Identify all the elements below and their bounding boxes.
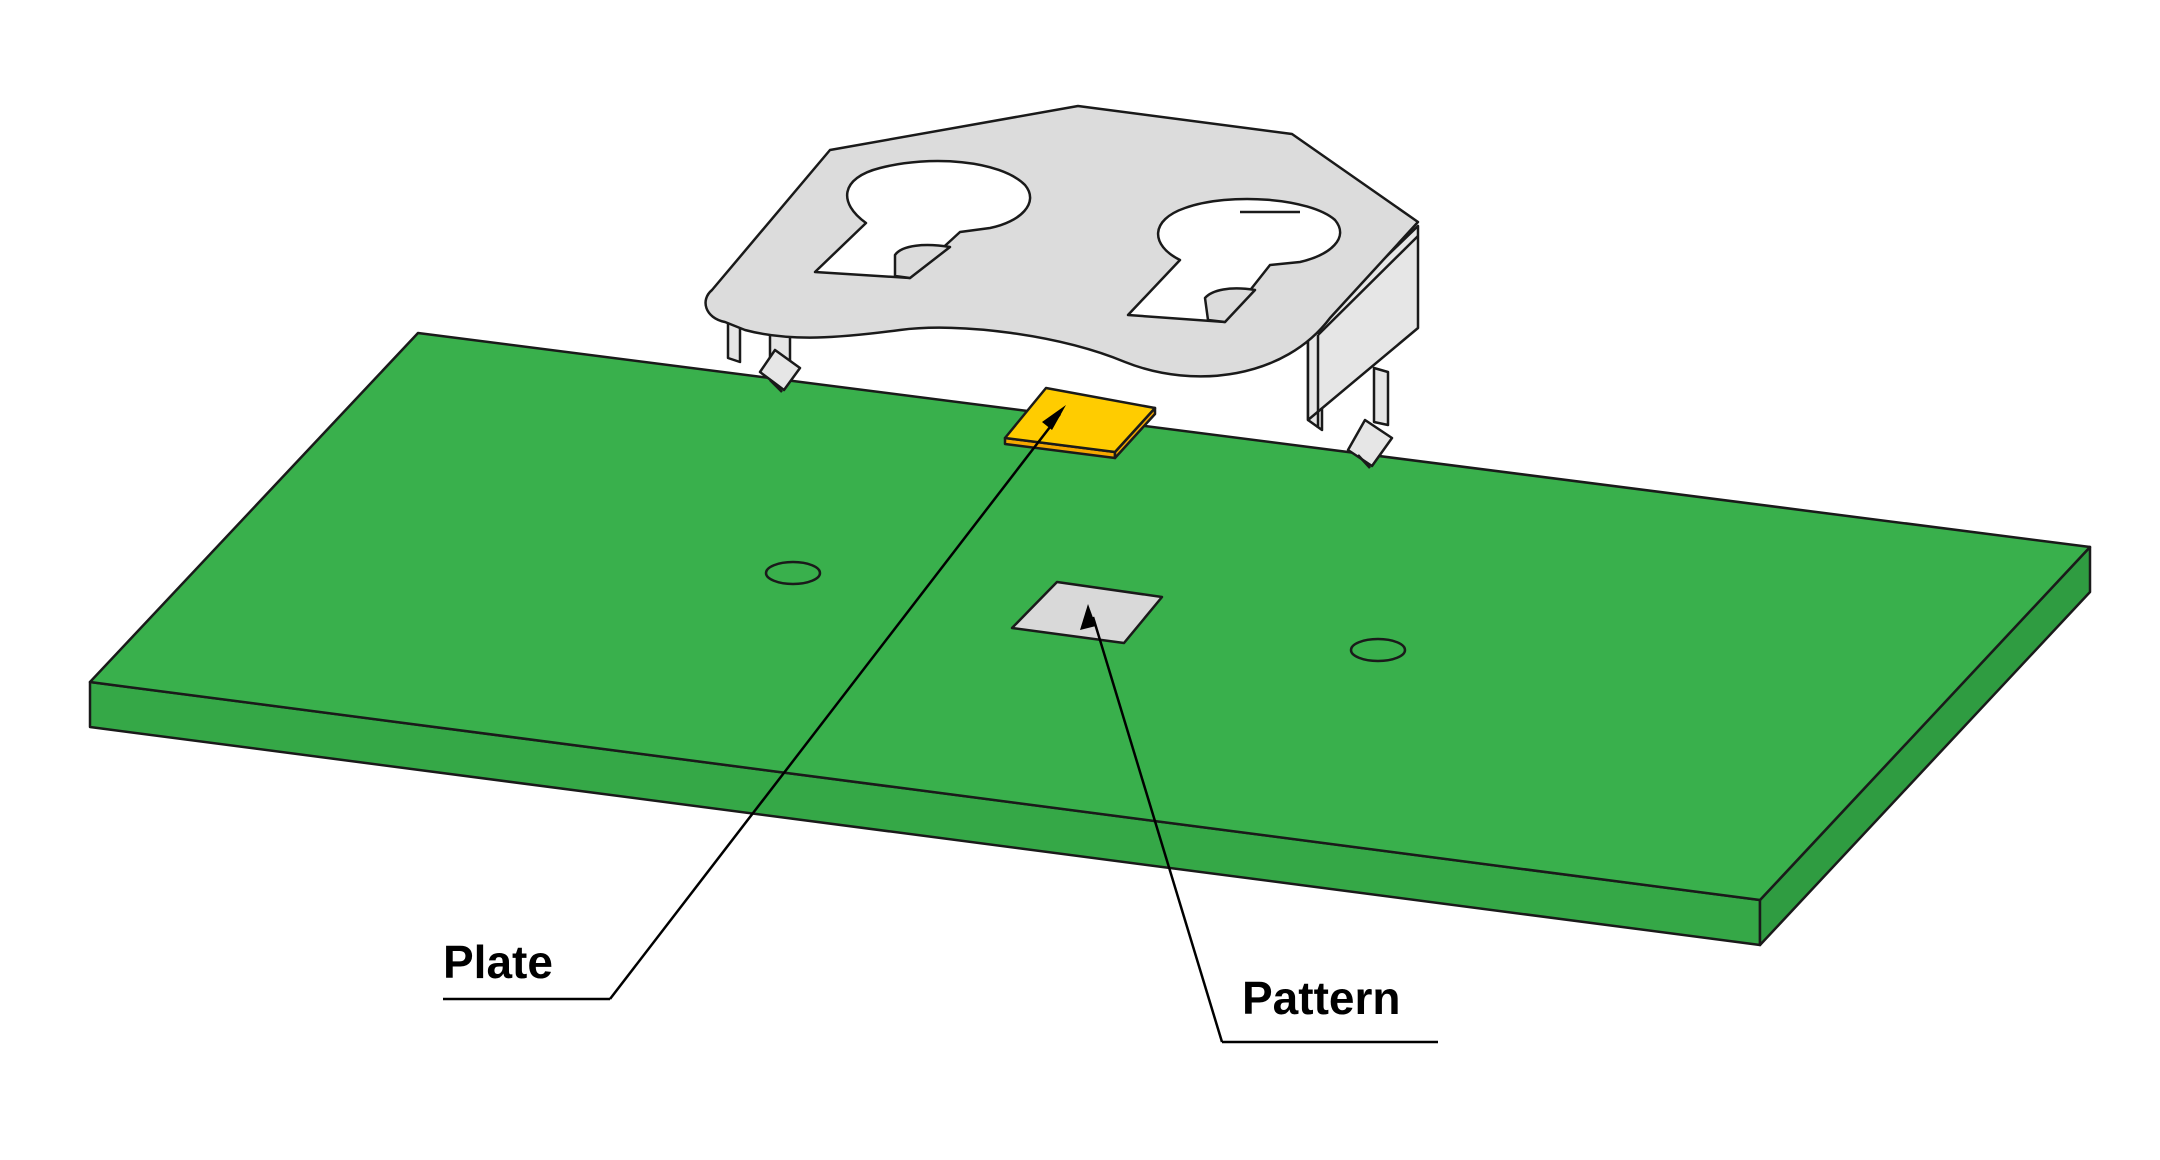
pattern-label: Pattern xyxy=(1242,972,1400,1024)
holder-keyhole-right xyxy=(1126,197,1342,324)
pattern-leader-line xyxy=(1091,616,1224,1043)
pattern-arrowhead xyxy=(1080,604,1096,630)
mounting-hole-left xyxy=(764,560,822,586)
coin-cell-battery-holder-icon xyxy=(704,104,1420,469)
pattern-callout: Pattern xyxy=(1080,604,1438,1044)
plate-arrowhead xyxy=(1042,405,1066,430)
plate-callout: Plate xyxy=(443,405,1066,1001)
plate-leader-line xyxy=(609,413,1061,1000)
holder-keyhole-left xyxy=(813,159,1032,280)
mounting-hole-right xyxy=(1349,637,1407,663)
plate-label: Plate xyxy=(443,936,553,988)
